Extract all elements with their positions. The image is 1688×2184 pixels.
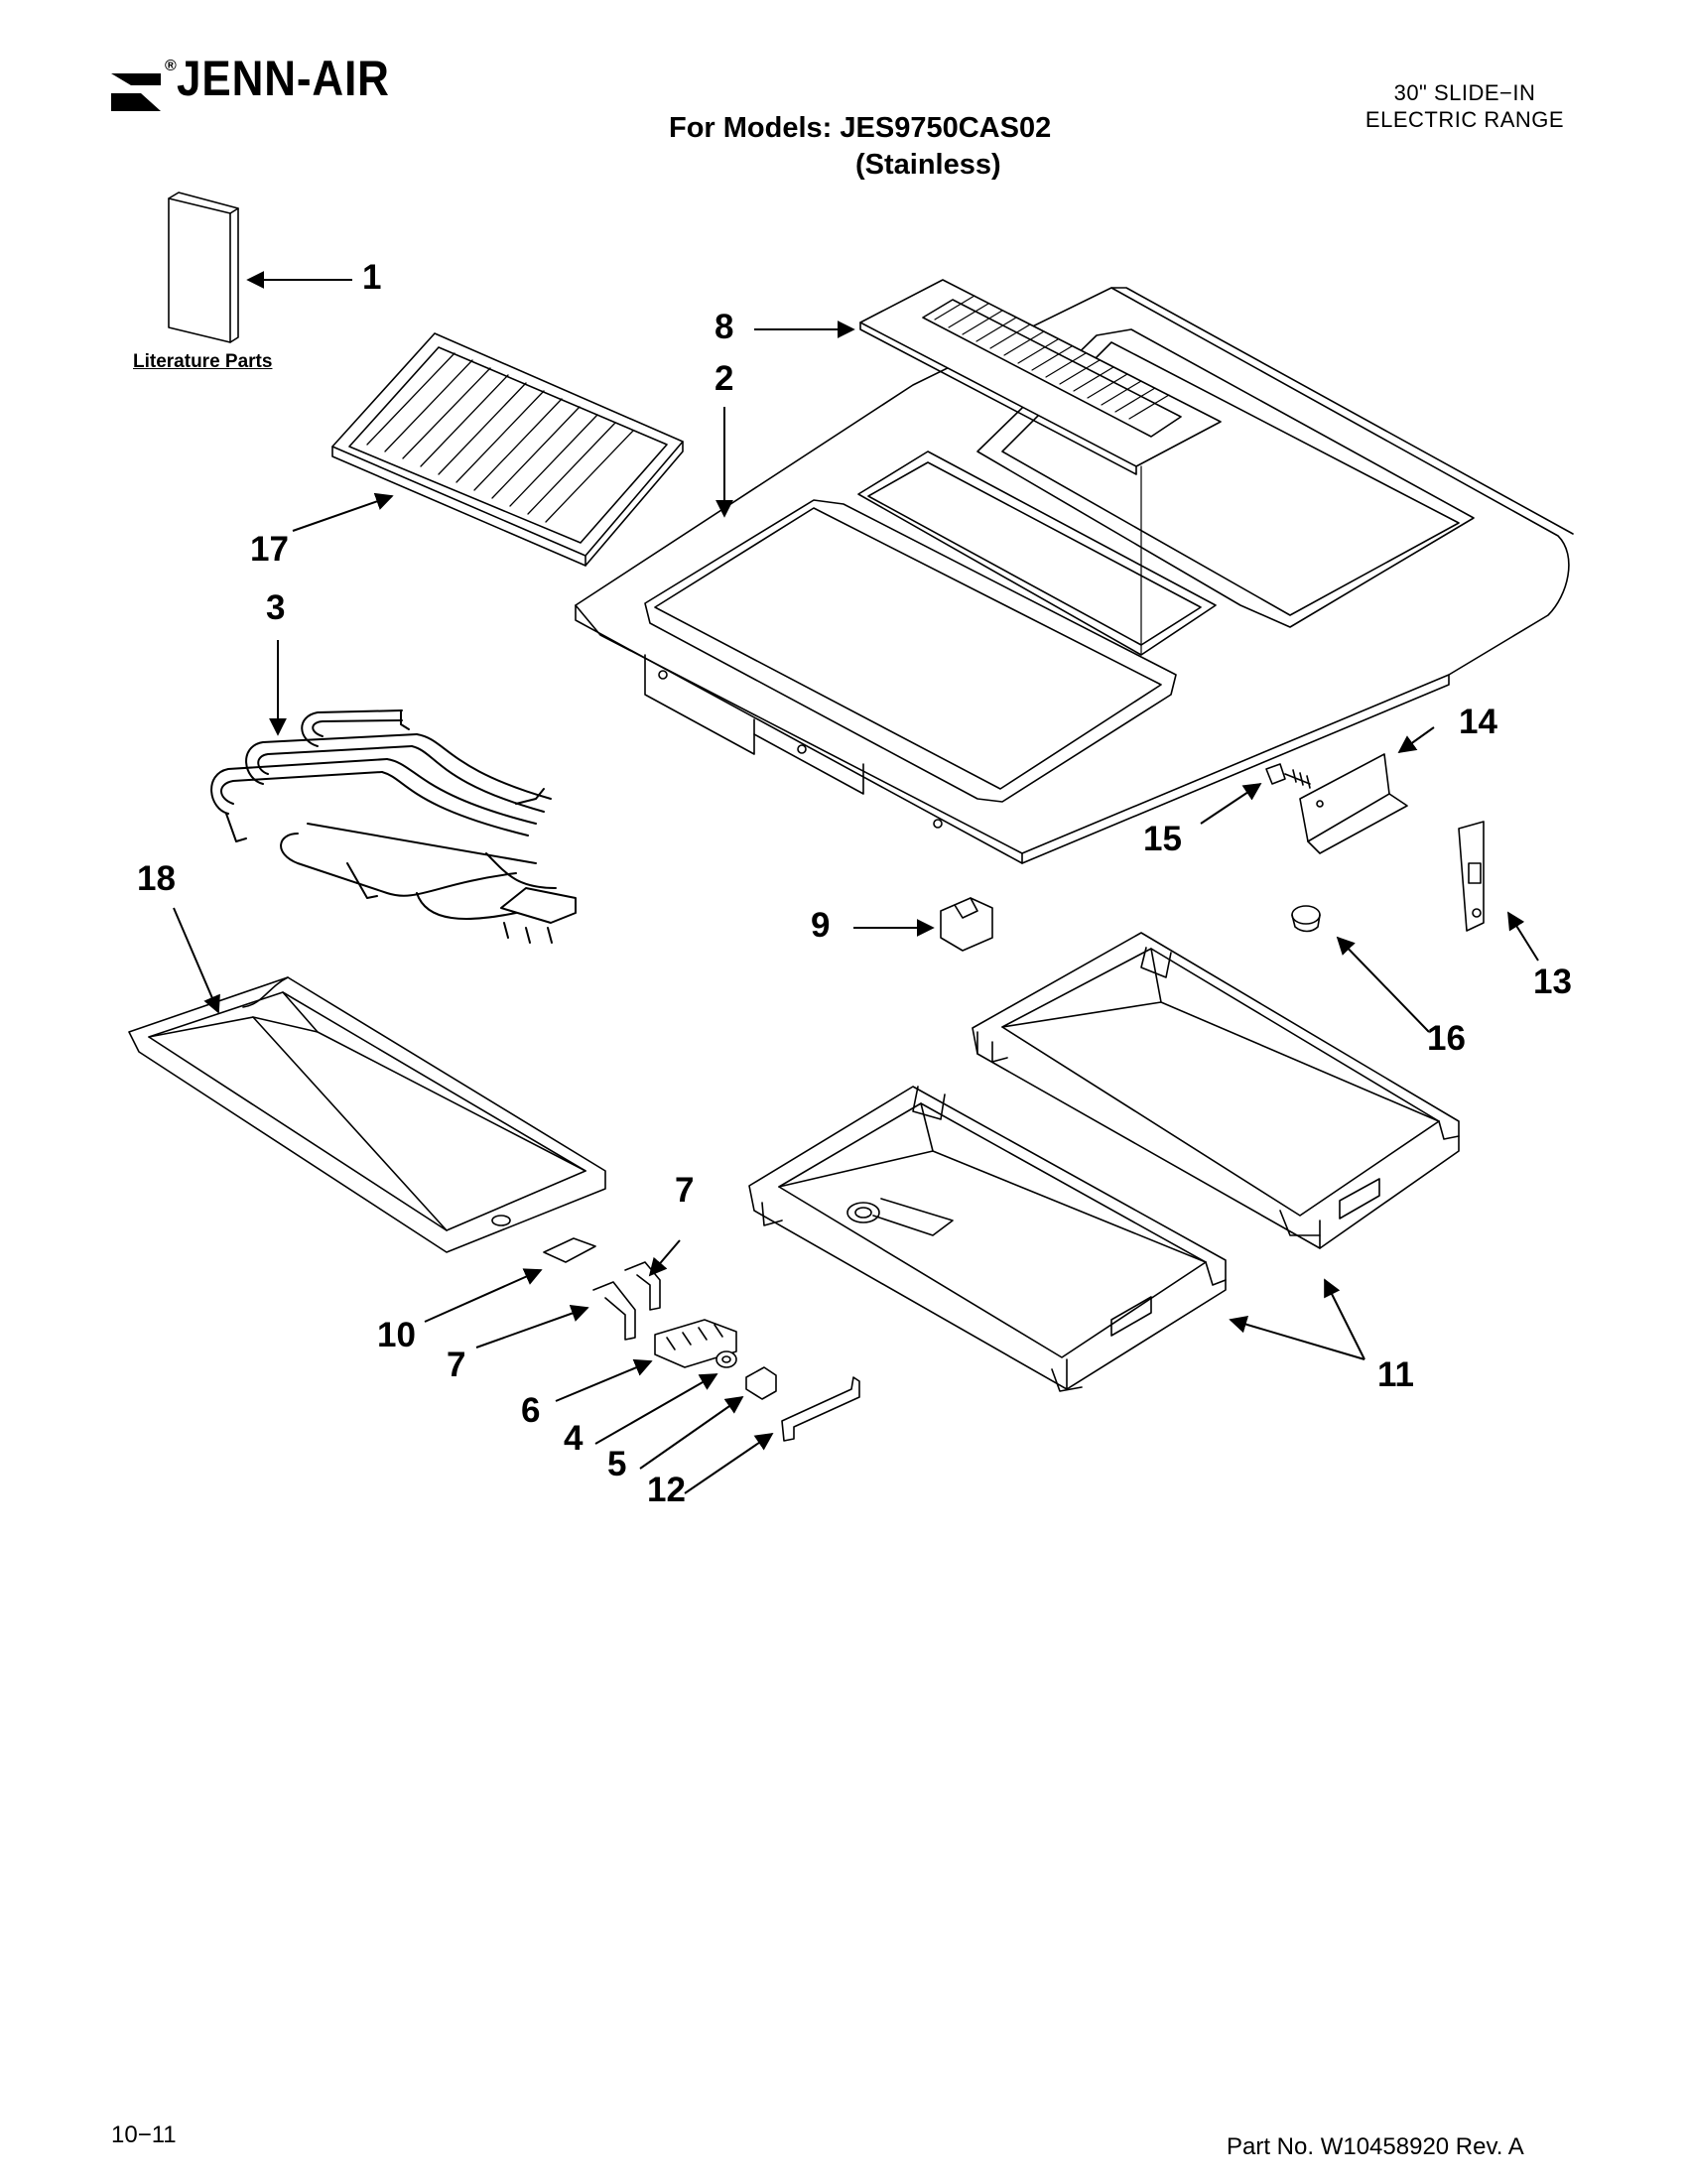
callout-2: 2 [714, 359, 734, 398]
brand-logo-text: JENN-AIR [177, 51, 390, 106]
callout-7-lower: 7 [447, 1346, 466, 1384]
grill-drip-pan-part [128, 976, 606, 1253]
drawer-box-rear-part [972, 932, 1460, 1249]
callout-9: 9 [811, 906, 831, 945]
grommet-part [715, 1350, 737, 1368]
callout-7-top: 7 [675, 1171, 695, 1210]
callout-6: 6 [521, 1391, 541, 1430]
callout-14: 14 [1459, 703, 1497, 741]
callout-3: 3 [266, 588, 286, 627]
literature-parts-label: Literature Parts [133, 351, 273, 372]
date-code: 10−11 [111, 2121, 177, 2148]
cooktop-main-top-part [575, 287, 1574, 864]
mounting-bracket-part [781, 1376, 860, 1442]
callout-17: 17 [250, 530, 289, 569]
callout-16: 16 [1427, 1019, 1466, 1058]
screw-part [1265, 763, 1311, 789]
callout-11: 11 [1377, 1355, 1414, 1394]
callout-8: 8 [714, 308, 734, 346]
callout-4: 4 [564, 1419, 584, 1458]
callout-5: 5 [607, 1445, 627, 1483]
clip-part-b [592, 1281, 636, 1341]
models-line: For Models: JES9750CAS02 [669, 112, 1052, 144]
bracket-small-part [745, 1366, 777, 1400]
plug-button-part [1291, 905, 1321, 933]
part-number: Part No. W10458920 Rev. A [1227, 2133, 1524, 2160]
product-line-1: 30" SLIDE−IN [1393, 80, 1536, 105]
side-bracket-part [1299, 753, 1408, 854]
clip-part-a [624, 1261, 661, 1311]
drawer-box-front-part [748, 1086, 1227, 1392]
pad-part [543, 1237, 596, 1263]
callout-18: 18 [137, 859, 176, 898]
foam-block-part [940, 897, 993, 952]
hold-down-clip-part [1458, 821, 1485, 932]
callout-1: 1 [362, 258, 382, 297]
finish-line: (Stainless) [855, 149, 1001, 181]
downdraft-grille-part [859, 279, 1222, 475]
literature-booklet-part [168, 192, 239, 343]
callout-13: 13 [1533, 963, 1572, 1001]
terminal-block-part [654, 1319, 737, 1368]
grill-grate-part [331, 332, 684, 567]
callout-15: 15 [1143, 820, 1182, 858]
registered-mark: ® [165, 58, 177, 74]
product-line-2: ELECTRIC RANGE [1364, 107, 1565, 132]
callout-12: 12 [647, 1471, 686, 1509]
grill-heating-element-part [210, 709, 577, 944]
callout-10: 10 [377, 1316, 416, 1354]
